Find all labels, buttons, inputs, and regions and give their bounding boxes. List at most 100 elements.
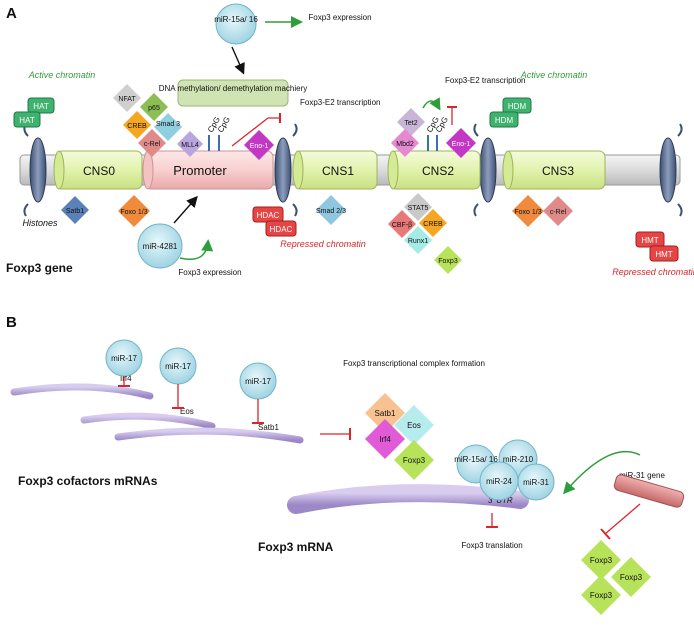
svg-text:HDAC: HDAC — [270, 225, 293, 234]
crel-factor: c-Rel — [543, 196, 573, 226]
green-arrow — [563, 450, 641, 495]
svg-text:Foxo 1/3: Foxo 1/3 — [120, 209, 147, 216]
creb-factor: CREB — [419, 209, 447, 237]
eos-mrna — [80, 412, 216, 430]
eno1-factor: Eno-1 — [244, 130, 274, 160]
svg-text:STAT5: STAT5 — [408, 205, 429, 212]
dna-methylation-box: DNA methylation/ demethylation machiery — [159, 79, 308, 107]
histone-icon — [23, 123, 47, 217]
hmt-tag: HMT — [649, 245, 679, 262]
svg-text:miR-17: miR-17 — [165, 362, 191, 371]
svg-text:Irf4: Irf4 — [379, 435, 391, 444]
histone-icon — [274, 123, 298, 217]
tet2-factor: Tet2 — [397, 108, 425, 136]
green-arrow — [179, 239, 214, 260]
foxp3-expression-label: Foxp3 expression — [308, 13, 371, 22]
cofactors-label: Foxp3 cofactors mRNAs — [18, 474, 158, 488]
smad23-factor: Smad 2/3 — [316, 195, 346, 225]
svg-text:Foxp3: Foxp3 — [590, 556, 613, 565]
region-label: Promoter — [173, 163, 227, 178]
mrna-label: Foxp3 mRNA — [258, 540, 334, 554]
svg-text:HDM: HDM — [495, 116, 514, 125]
hat-tag: HAT — [27, 97, 55, 114]
svg-text:Eno-1: Eno-1 — [250, 143, 269, 150]
mirna-cluster: miR-15a/ 16 miR-210 miR-24 miR-31 — [454, 439, 555, 501]
foxp3-protein: Foxp3 — [581, 540, 621, 580]
mrna-label: Irf4 — [120, 374, 132, 383]
satb1-mrna — [114, 427, 304, 444]
mll4-factor: MLL4 — [177, 131, 203, 157]
histone-icon — [659, 123, 683, 217]
complex-title: Foxp3 transcriptional complex formation — [343, 359, 485, 368]
panel-b-letter: B — [6, 314, 17, 331]
region-label: CNS0 — [83, 164, 115, 178]
svg-text:Eno-1: Eno-1 — [452, 141, 471, 148]
inhibition-bar — [600, 528, 611, 540]
region-label: CNS1 — [322, 164, 354, 178]
black-arrow — [173, 195, 198, 224]
svg-text:miR-17: miR-17 — [111, 354, 137, 363]
region-label: CNS2 — [422, 164, 454, 178]
svg-text:Foxp3: Foxp3 — [590, 591, 613, 600]
svg-text:Foxp3: Foxp3 — [403, 456, 426, 465]
gene-label: Foxp3 gene — [6, 261, 73, 275]
foxp3-expression-label: Foxp3 expression — [178, 268, 241, 277]
dna-methylation-label: DNA methylation/ demethylation machiery — [159, 84, 308, 93]
svg-text:CBF-β: CBF-β — [392, 222, 412, 229]
region-label: CNS3 — [542, 164, 574, 178]
complex-satb1: Satb1 — [365, 393, 405, 433]
mir17-circle: miR-17 — [105, 339, 143, 377]
svg-text:HMT: HMT — [641, 236, 658, 245]
svg-text:c-Rel: c-Rel — [144, 141, 161, 148]
svg-text:Satb1: Satb1 — [66, 208, 84, 215]
cbfb-factor: CBF-β — [388, 210, 416, 238]
creb-factor: CREB — [123, 111, 151, 139]
irf4-mrna — [10, 383, 154, 400]
histone-group — [23, 123, 683, 217]
mir17-circle: miR-17 — [159, 347, 197, 385]
eno1-factor: Eno-1 — [446, 128, 476, 158]
mir31-gene-label: miR-31 gene — [619, 471, 665, 480]
svg-text:Satb1: Satb1 — [375, 409, 396, 418]
foxo13-factor: Foxo 1/3 — [118, 195, 150, 227]
active-chromatin-label: Active chromatin — [520, 70, 588, 80]
stat5-factor: STAT5 — [404, 193, 432, 221]
cns1-region: CNS1 — [292, 150, 378, 190]
foxo13-factor: Foxo 1/3 — [512, 195, 544, 227]
mirna-31-circle: miR-31 — [517, 463, 555, 501]
complex-eos: Eos — [394, 405, 434, 445]
panel-a-letter: A — [6, 5, 17, 22]
cns0-region: CNS0 — [53, 150, 143, 190]
svg-text:HAT: HAT — [33, 102, 49, 111]
svg-text:NFAT: NFAT — [118, 96, 136, 103]
svg-text:miR-24: miR-24 — [486, 477, 512, 486]
hdac-tag: HDAC — [252, 206, 284, 223]
svg-text:Mbd2: Mbd2 — [396, 141, 414, 148]
svg-text:Tet2: Tet2 — [404, 120, 417, 127]
mir17-circle: miR-17 — [239, 362, 277, 400]
repressed-chromatin-label: Repressed chromatin — [280, 239, 366, 249]
svg-text:miR-210: miR-210 — [503, 455, 534, 464]
mirna-24-circle: miR-24 — [479, 461, 519, 501]
foxp3-protein: Foxp3 — [581, 575, 621, 615]
mirna-15a-circle: miR-15a/ 16 — [214, 3, 258, 45]
promoter-region: Promoter — [142, 150, 274, 190]
runx1-factor: Runx1 — [404, 226, 432, 254]
utr-label: 3' UTR — [488, 496, 513, 505]
hdm-tag: HDM — [489, 111, 519, 128]
svg-text:c-Rel: c-Rel — [550, 209, 567, 216]
foxp3-e2-label: Foxp3-E2 transcription — [445, 76, 525, 85]
svg-text:HAT: HAT — [19, 116, 35, 125]
nfat-factor: NFAT — [113, 84, 141, 112]
svg-text:Smad 2/3: Smad 2/3 — [316, 208, 346, 215]
foxp3-factor: Foxp3 — [434, 246, 462, 274]
svg-text:HMT: HMT — [655, 250, 672, 259]
hdac-tag: HDAC — [265, 220, 297, 237]
svg-text:miR-17: miR-17 — [245, 377, 271, 386]
active-chromatin-label: Active chromatin — [28, 70, 96, 80]
svg-text:Foxp3: Foxp3 — [620, 573, 643, 582]
foxp3-e2-label: Foxp3-E2 transcription — [300, 98, 380, 107]
svg-text:Foxp3: Foxp3 — [438, 258, 458, 265]
mirna-4281-circle: miR-4281 — [137, 223, 183, 269]
hdm-tag: HDM — [502, 97, 532, 114]
